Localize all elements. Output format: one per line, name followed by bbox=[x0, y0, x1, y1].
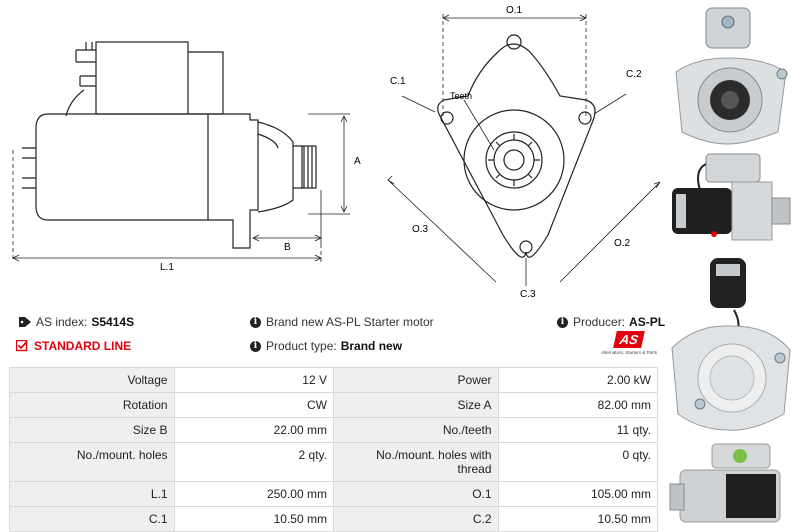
dim-o1-label: O.1 bbox=[506, 5, 523, 16]
spec-label: C.1 bbox=[9, 506, 175, 532]
spec-value: 11 qty. bbox=[497, 417, 659, 443]
as-index-value: S5414S bbox=[91, 315, 135, 329]
as-index: AS index: S5414S bbox=[16, 315, 134, 329]
product-photo-front[interactable] bbox=[666, 2, 796, 148]
spec-value: 2.00 kW bbox=[497, 367, 659, 393]
spec-label: C.2 bbox=[332, 506, 499, 532]
spec-label: No./mount. holes with thread bbox=[332, 442, 499, 482]
spec-value: 10.50 mm bbox=[173, 506, 334, 532]
logo-tagline: Alternators, Starters & Parts bbox=[600, 350, 658, 355]
spec-label: Power bbox=[332, 367, 499, 393]
spec-label: No./mount. holes bbox=[9, 442, 175, 482]
spec-label: Size B bbox=[9, 417, 175, 443]
spec-value: CW bbox=[173, 392, 334, 418]
as-index-label: AS index: bbox=[36, 315, 88, 329]
product-description: i Brand new AS-PL Starter motor bbox=[250, 315, 434, 329]
producer-label: Producer: bbox=[573, 315, 626, 329]
teeth-label: Teeth bbox=[450, 91, 472, 101]
dim-c2-label: C.2 bbox=[626, 69, 642, 80]
spec-value: 10.50 mm bbox=[497, 506, 659, 532]
producer: i Producer: AS-PL bbox=[557, 315, 665, 329]
dim-o3-label: O.3 bbox=[412, 224, 429, 235]
spec-value: 250.00 mm bbox=[173, 481, 334, 507]
dim-a-label: A bbox=[354, 156, 361, 167]
product-type-value: Brand new bbox=[340, 339, 403, 353]
spec-label: Size A bbox=[332, 392, 499, 418]
spec-value: 22.00 mm bbox=[173, 417, 334, 443]
checkbox-checked-icon bbox=[16, 340, 28, 352]
logo-mark: AS bbox=[613, 331, 645, 348]
side-view-drawing: A B L.1 bbox=[12, 41, 361, 273]
spec-value: 0 qty. bbox=[497, 442, 659, 482]
info-icon: i bbox=[250, 316, 261, 328]
product-photo-rear[interactable] bbox=[666, 254, 796, 434]
product-type-label: Product type: bbox=[266, 339, 337, 353]
standard-line: STANDARD LINE bbox=[16, 339, 131, 353]
spec-label: Rotation bbox=[9, 392, 175, 418]
spec-value: 105.00 mm bbox=[497, 481, 659, 507]
as-pl-logo: AS Alternators, Starters & Parts bbox=[598, 331, 660, 355]
product-photo-top[interactable] bbox=[666, 440, 796, 528]
spec-value: 2 qty. bbox=[173, 442, 334, 482]
dim-c3-label: C.3 bbox=[520, 289, 536, 300]
info-icon: i bbox=[557, 316, 568, 328]
info-icon: i bbox=[250, 340, 261, 352]
spec-label: No./teeth bbox=[332, 417, 499, 443]
dim-l1-label: L.1 bbox=[160, 262, 174, 273]
description-text: Brand new AS-PL Starter motor bbox=[266, 315, 434, 329]
tag-icon-shape bbox=[19, 317, 31, 327]
product-photo-side[interactable] bbox=[666, 150, 796, 246]
dim-o2-label: O.2 bbox=[614, 238, 631, 249]
front-view-drawing: O.1 C.1 C.2 C.3 O.3 O.2 Teeth bbox=[387, 5, 660, 300]
standard-line-label: STANDARD LINE bbox=[34, 339, 132, 353]
spec-label: O.1 bbox=[332, 481, 499, 507]
spec-value: 12 V bbox=[173, 367, 334, 393]
dim-c1-label: C.1 bbox=[390, 76, 406, 87]
producer-value: AS-PL bbox=[629, 315, 666, 329]
dim-b-label: B bbox=[284, 242, 291, 253]
product-type: i Product type: Brand new bbox=[250, 339, 402, 353]
spec-label: L.1 bbox=[9, 481, 175, 507]
spec-value: 82.00 mm bbox=[497, 392, 659, 418]
spec-label: Voltage bbox=[9, 367, 175, 393]
